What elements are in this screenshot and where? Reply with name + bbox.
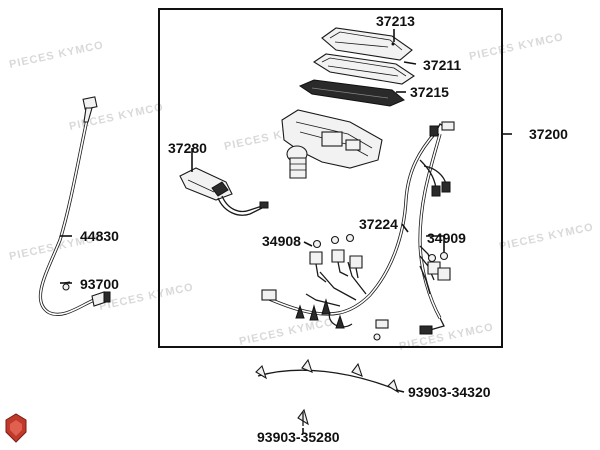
meter-panel bbox=[298, 79, 405, 107]
meter-housing bbox=[281, 109, 383, 179]
label-37200: 37200 bbox=[529, 126, 568, 142]
speedometer-cable bbox=[38, 96, 111, 316]
meter-lens bbox=[312, 53, 415, 85]
small-connectors bbox=[295, 298, 381, 341]
bulb-group-34908 bbox=[309, 233, 363, 283]
single-clip bbox=[297, 408, 309, 426]
watermark-text: PIECES KYMCO bbox=[498, 221, 595, 253]
label-93903-34320: 93903-34320 bbox=[408, 384, 491, 400]
watermark-text: PIECES KYMCO bbox=[398, 321, 495, 353]
watermark-text: PIECES KYMCO bbox=[68, 101, 165, 133]
label-93700: 93700 bbox=[80, 276, 119, 292]
meter-cover bbox=[321, 27, 413, 61]
watermark-text: PIECES KYMCO bbox=[238, 316, 335, 348]
label-37280: 37280 bbox=[168, 140, 207, 156]
label-37213: 37213 bbox=[376, 13, 415, 29]
label-34908: 34908 bbox=[262, 233, 301, 249]
brand-logo bbox=[5, 413, 27, 443]
label-37211: 37211 bbox=[423, 57, 461, 73]
label-44830: 44830 bbox=[80, 228, 119, 244]
label-37215: 37215 bbox=[410, 84, 449, 100]
label-37224: 37224 bbox=[359, 216, 398, 232]
watermark-text: PIECES KYMCO bbox=[468, 31, 565, 63]
part-labels: 37213 37211 37215 37200 37280 37224 3490… bbox=[80, 13, 568, 445]
watermark-text: PIECES KYMCO bbox=[8, 39, 105, 71]
label-93903-35280: 93903-35280 bbox=[257, 429, 340, 445]
leader-lines bbox=[60, 29, 512, 434]
label-34909: 34909 bbox=[427, 230, 466, 246]
cable-clips bbox=[255, 358, 399, 394]
assembly-frame bbox=[158, 8, 503, 348]
bulb-group-34909 bbox=[427, 251, 451, 281]
wire-harness bbox=[261, 121, 455, 335]
bulb-socket bbox=[179, 167, 269, 216]
